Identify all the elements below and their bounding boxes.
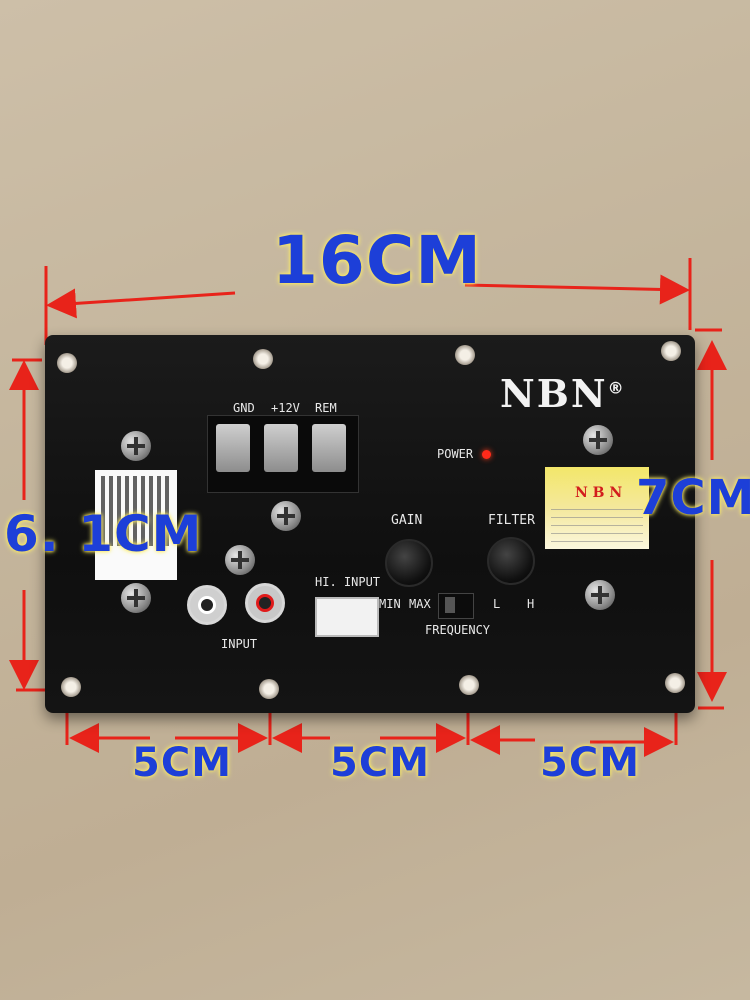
high-label: H (527, 597, 535, 611)
screw-icon (585, 580, 615, 610)
sticker-fine-print (551, 509, 643, 543)
frequency-label: FREQUENCY (425, 623, 491, 637)
terminal-label-12v: +12V (271, 401, 300, 415)
amplifier-panel: NBN® GND +12V REM POWER GAIN MIN MAX FIL… (45, 335, 695, 713)
mount-hole (61, 677, 81, 697)
hi-input-connector[interactable] (315, 597, 379, 637)
sticker-brand-text: N B N (575, 485, 623, 501)
screw-icon (583, 425, 613, 455)
qr-code-icon (101, 476, 171, 546)
power-label: POWER (437, 447, 474, 461)
power-led (482, 450, 491, 459)
screw-icon (121, 431, 151, 461)
dimension-height-right: 7CM (636, 470, 750, 526)
gain-knob[interactable] (385, 539, 433, 587)
filter-label: FILTER (488, 513, 535, 528)
brand-logo: NBN® (500, 371, 626, 416)
terminal-label-rem: REM (315, 401, 337, 415)
mount-hole (253, 349, 273, 369)
rca-input-red[interactable] (245, 583, 285, 623)
dimension-spacing-3: 5CM (540, 740, 640, 786)
max-label: MAX (409, 597, 431, 611)
mount-hole (259, 679, 279, 699)
mount-hole (57, 353, 77, 373)
frequency-switch[interactable] (438, 593, 474, 619)
dimension-height-left: 6. 1CM (4, 505, 203, 563)
qr-sticker (95, 470, 177, 580)
brand-sticker: N B N (545, 467, 649, 549)
switch-lever[interactable] (445, 597, 455, 613)
gain-label: GAIN (391, 513, 423, 528)
mount-hole (665, 673, 685, 693)
mount-hole (661, 341, 681, 361)
mount-hole (455, 345, 475, 365)
dimension-spacing-2: 5CM (330, 740, 430, 786)
mount-hole (459, 675, 479, 695)
screw-icon (121, 583, 151, 613)
filter-knob[interactable] (487, 537, 535, 585)
screw-icon (225, 545, 255, 575)
hi-input-label: HI. INPUT (315, 575, 381, 589)
power-terminal-block (207, 415, 359, 493)
terminal-screw-icon (312, 424, 346, 472)
screw-icon (271, 501, 301, 531)
terminal-screw-icon (264, 424, 298, 472)
low-label: L (493, 597, 501, 611)
terminal-label-gnd: GND (233, 401, 255, 415)
rca-input-white[interactable] (187, 585, 227, 625)
input-label: INPUT (221, 637, 258, 651)
min-label: MIN (379, 597, 401, 611)
terminal-screw-icon (216, 424, 250, 472)
dimension-spacing-1: 5CM (132, 740, 232, 786)
dimension-width: 16CM (272, 222, 482, 299)
